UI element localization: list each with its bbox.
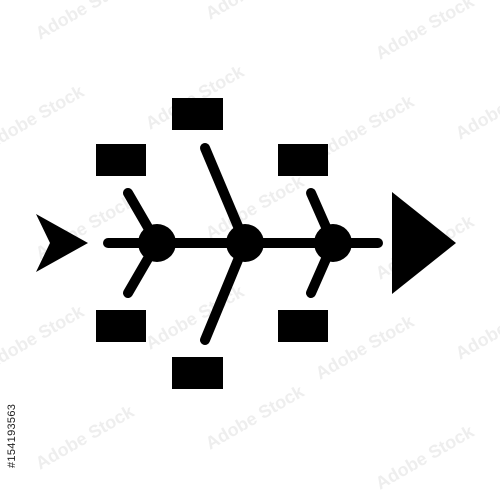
- cause-box-bottom-left: [96, 310, 146, 342]
- node-left: [138, 224, 176, 262]
- stock-id-label: #154193563: [6, 403, 18, 468]
- cause-box-top-left: [96, 144, 146, 176]
- tail-arrow-icon: [36, 214, 88, 272]
- cause-box-top-center: [172, 98, 223, 130]
- cause-box-bottom-center: [172, 357, 223, 389]
- cause-box-bottom-right: [278, 310, 328, 342]
- node-center: [226, 224, 264, 262]
- head-arrow-icon: [392, 192, 456, 294]
- node-right: [314, 224, 352, 262]
- cause-box-top-right: [278, 144, 328, 176]
